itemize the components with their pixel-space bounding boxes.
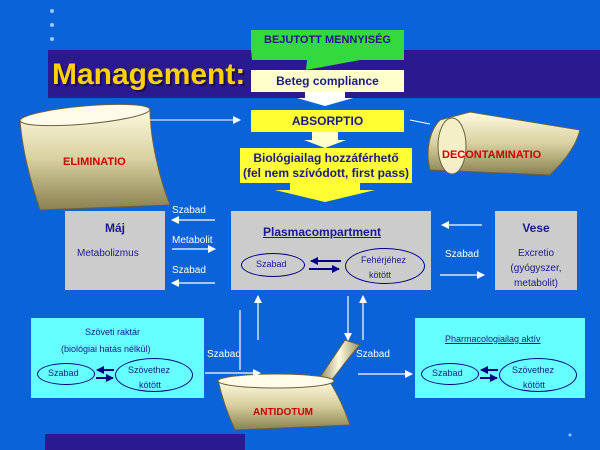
szoveti-line1: Szöveti raktár [85,327,141,337]
szoveti-box: Szöveti raktár (biológiai hatás nélkül) … [31,318,204,398]
compliance-label: Beteg compliance [276,74,379,88]
decontaminatio-tube [427,111,581,176]
maj-title: Máj [104,221,125,235]
biolog-line1: Biológiailag hozzáférhető [253,151,399,165]
pharmaco-kotott-ellipse [499,358,577,392]
left-metabolit: Metabolit [172,235,213,246]
antidotum-label: ANTIDOTUM [253,407,313,418]
biolog-line2: (fel nem szívódott, first pass) [242,166,410,180]
plasma-feherje-line2: kötött [369,270,392,280]
decorative-dots [50,9,54,41]
vese-box: Vese Excretio (gyógyszer, metabolit) [495,211,577,290]
szoveti-kotott-ellipse [115,358,193,392]
pharmaco-title: Pharmacologiailag aktív [445,334,541,344]
lower-szabad-left: Szabad [207,349,241,360]
lower-szabad-right: Szabad [356,349,390,360]
plasma-box: Plasmacompartment Szabad Fehérjéhez kötö… [231,211,431,290]
decontaminatio-label: DECONTAMINATIO [442,149,542,161]
bejutott-box: BEJUTOTT MENNYISÉG [251,30,404,51]
antidotum-tube [217,339,361,431]
right-szabad: Szabad [445,249,479,260]
eliminatio-tube [19,103,171,211]
pharmaco-box: Pharmacologiailag aktív Szabad Szövethez… [415,318,585,398]
maj-sub: Metabolizmus [77,248,139,259]
vese-title: Vese [522,221,550,235]
szoveti-szabad-ellipse [37,363,95,385]
compliance-box: Beteg compliance [251,70,404,92]
plasma-title: Plasmacompartment [263,225,382,239]
pharmaco-szabad: Szabad [432,368,463,378]
bottom-band [45,434,245,450]
left-szabad-bottom: Szabad [172,265,206,276]
biolog-box: Biológiailag hozzáférhető (fel nem szívó… [240,148,412,183]
management-title: Management: [52,58,246,91]
absorptio-box: ABSORPTIO [251,110,404,132]
bejutott-label: BEJUTOTT MENNYISÉG [264,34,391,46]
szoveti-szabad: Szabad [48,368,79,378]
szoveti-kotott-line1: Szövethez [128,365,171,375]
vese-line2: (gyógyszer, [510,263,562,274]
pharmaco-szabad-ellipse [421,363,479,385]
eliminatio-label: ELIMINATIO [63,156,126,168]
pharmaco-kotott-line1: Szövethez [512,365,555,375]
maj-box: Máj Metabolizmus [65,211,165,290]
absorptio-label: ABSORPTIO [291,114,364,128]
vese-line1: Excretio [517,248,555,259]
plasma-szabad-ellipse [241,253,305,277]
plasma-szabad: Szabad [256,259,287,269]
vese-line3: metabolit) [514,278,558,289]
szoveti-line2: (biológiai hatás nélkül) [61,344,151,354]
plasma-feherje-ellipse [345,248,425,284]
szoveti-equilibrium-arrows [96,366,114,382]
left-szabad-top: Szabad [172,205,206,216]
szoveti-kotott-line2: kötött [139,380,162,390]
plasma-equilibrium-arrows [309,257,341,273]
pharmaco-equilibrium-arrows [480,366,498,382]
plasma-feherje-line1: Fehérjéhez [361,255,407,265]
pharmaco-kotott-line2: kötött [523,380,546,390]
